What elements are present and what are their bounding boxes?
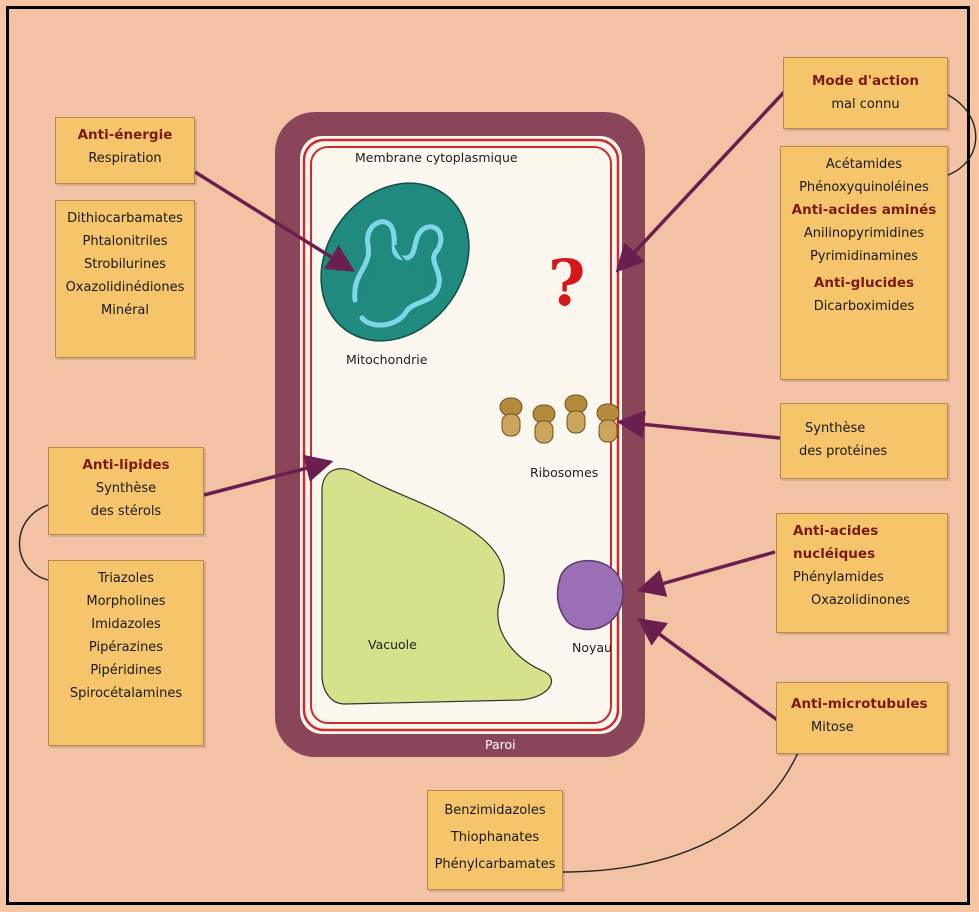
list-item: Pipéridines [49, 659, 203, 682]
list-item: Pipérazines [49, 636, 203, 659]
list-item: Phénylcarbamates [428, 851, 562, 878]
bottom-list-box: Benzimidazoles Thiophanates Phénylcarbam… [427, 790, 563, 890]
list-item: Phtalonitriles [56, 230, 194, 253]
anti-nucleic-heading: nucléiques [793, 543, 947, 566]
bracket-left [20, 505, 49, 580]
list-item: Pyrimidinamines [781, 245, 947, 268]
membrane-label: Membrane cytoplasmique [355, 150, 518, 165]
list-item: Oxazolidinédiones [56, 276, 194, 299]
anti-energy-line: Respiration [56, 147, 194, 170]
anti-lipids-line: des stérols [49, 500, 203, 523]
list-item: Morpholines [49, 590, 203, 613]
list-item: Anilinopyrimidines [781, 222, 947, 245]
right-list-box: Acétamides Phénoxyquinoléines Anti-acide… [780, 146, 948, 380]
protein-synthesis-line: des protéines [799, 440, 947, 463]
anti-nucleic-box: Anti-acides nucléiques Phénylamides Oxaz… [776, 513, 948, 633]
mode-action-line: mal connu [784, 93, 947, 116]
protein-synthesis-line: Synthèse [799, 417, 947, 440]
anti-lipids-heading: Anti-lipides [49, 454, 203, 477]
list-item: Phénylamides [793, 566, 947, 589]
list-item: Acétamides [781, 153, 947, 176]
arrow-nucleiques [640, 552, 775, 590]
vacuole-label: Vacuole [368, 637, 417, 652]
anti-glucides-heading: Anti-glucides [781, 272, 947, 295]
arrow-microtubules [640, 620, 780, 722]
list-item: Imidazoles [49, 613, 203, 636]
anti-microtubules-box: Anti-microtubules Mitose [776, 682, 948, 754]
anti-microtubules-heading: Anti-microtubules [791, 693, 947, 716]
ribosomes-label: Ribosomes [530, 465, 598, 480]
anti-lipids-line: Synthèse [49, 477, 203, 500]
bracket-bottom [562, 748, 800, 872]
list-item: Spirocétalamines [49, 682, 203, 705]
anti-amino-acids-heading: Anti-acides aminés [781, 199, 947, 222]
question-mark: ? [548, 246, 586, 321]
anti-lipids-list-box: Triazoles Morpholines Imidazoles Pipéraz… [48, 560, 204, 746]
list-item: Dithiocarbamates [56, 207, 194, 230]
wall-label: Paroi [485, 737, 516, 752]
anti-energy-box: Anti-énergie Respiration [55, 117, 195, 184]
list-item: Dicarboximides [781, 295, 947, 318]
anti-energy-list-box: Dithiocarbamates Phtalonitriles Strobilu… [55, 200, 195, 358]
anti-lipids-box: Anti-lipides Synthèse des stérols [48, 447, 204, 535]
list-item: Minéral [56, 299, 194, 322]
nucleus-shape [558, 561, 624, 630]
anti-energy-heading: Anti-énergie [56, 124, 194, 147]
bracket-right [948, 95, 976, 175]
list-item: Thiophanates [428, 824, 562, 851]
mitochondria-label: Mitochondrie [346, 352, 427, 367]
list-item: Triazoles [49, 567, 203, 590]
anti-microtubules-line: Mitose [791, 716, 947, 739]
mode-action-box: Mode d'action mal connu [783, 57, 948, 129]
anti-nucleic-heading: Anti-acides [793, 520, 947, 543]
list-item: Strobilurines [56, 253, 194, 276]
list-item: Phénoxyquinoléines [781, 176, 947, 199]
protein-synthesis-box: Synthèse des protéines [780, 403, 948, 479]
list-item: Benzimidazoles [428, 797, 562, 824]
mode-action-heading: Mode d'action [784, 70, 947, 93]
nucleus-label: Noyau [572, 640, 612, 655]
list-item: Oxazolidinones [793, 589, 947, 612]
